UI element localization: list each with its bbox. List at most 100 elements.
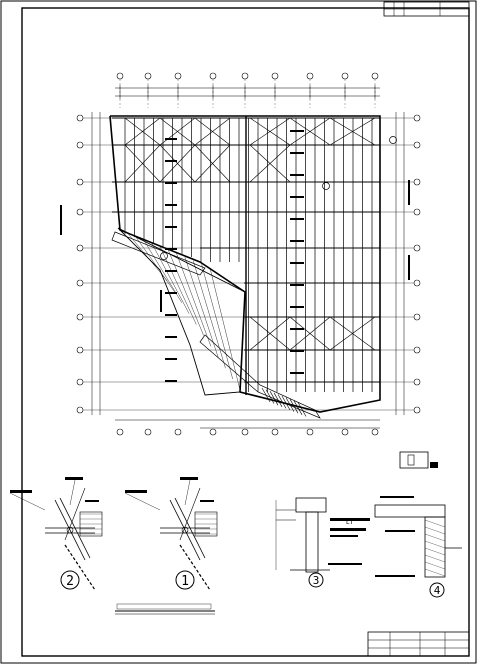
plan-annotation-mark <box>290 152 304 154</box>
parapet-wall-hatch <box>424 526 446 535</box>
cross-bracing <box>249 316 291 351</box>
cross-bracing <box>329 117 376 146</box>
plan-annotation-mark <box>165 358 177 360</box>
row-grid-bubble-right <box>413 346 421 354</box>
parapet-cap <box>430 462 438 468</box>
svg-text:3: 3 <box>313 574 320 587</box>
detail-diagonal-member <box>54 499 86 561</box>
column-grid-bubble-top <box>241 72 249 80</box>
detail-label-mark <box>125 490 147 493</box>
skewed-wing-purlin <box>151 242 190 314</box>
detail-label-mark <box>180 477 198 480</box>
svg-text:2: 2 <box>66 574 74 589</box>
top-title-block <box>383 1 470 17</box>
callout-bubble <box>389 136 397 144</box>
column-grid-bubble-bottom <box>116 428 124 436</box>
row-grid-bubble-left <box>76 378 84 386</box>
plan-annotation-mark <box>165 226 177 228</box>
bottom-title-block <box>367 631 470 657</box>
parapet-top-box <box>399 451 429 469</box>
detail-label-mark <box>200 500 214 502</box>
parapet-wall <box>424 516 446 578</box>
cross-bracing <box>194 117 231 146</box>
detail-dashed-member <box>179 544 211 591</box>
stair-hatch <box>281 395 291 411</box>
plan-annotation-mark <box>290 306 304 308</box>
plan-annotation-mark <box>290 218 304 220</box>
plan-annotation-mark <box>165 204 177 206</box>
section-column <box>305 511 319 573</box>
detail-bolt <box>66 526 74 534</box>
parapet-slab <box>374 504 446 518</box>
plan-annotation-mark <box>290 350 304 352</box>
column-grid-bubble-top <box>341 72 349 80</box>
plan-annotation-mark <box>290 284 304 286</box>
cross-bracing <box>289 316 331 351</box>
plan-annotation-mark <box>165 292 177 294</box>
plan-annotation-mark <box>165 182 177 184</box>
parapet-wall-hatch <box>424 547 446 556</box>
column-grid-bubble-top <box>306 72 314 80</box>
column-grid-bubble-bottom <box>341 428 349 436</box>
column-grid-bubble-top <box>271 72 279 80</box>
column-grid-bubble-bottom <box>241 428 249 436</box>
parapet-label-mark <box>385 530 415 532</box>
parapet-wall-hatch <box>424 568 446 577</box>
skewed-wing-purlin <box>176 253 212 347</box>
section-label-mark <box>328 563 362 565</box>
skewed-wing-purlin <box>117 227 161 271</box>
skewed-wing-outline <box>117 227 246 396</box>
plan-annotation-mark <box>290 262 304 264</box>
column-grid-bubble-bottom <box>306 428 314 436</box>
stair-hatch <box>285 397 295 412</box>
row-grid-bubble-left <box>76 208 84 216</box>
row-grid-bubble-left <box>76 406 84 414</box>
row-grid-bubble-left <box>76 313 84 321</box>
stair-hatch <box>297 402 307 417</box>
cross-bracing <box>159 144 196 183</box>
row-grid-bubble-left <box>76 178 84 186</box>
detail-label-2: 2 <box>60 570 80 590</box>
bottom-caption <box>115 603 215 615</box>
cross-bracing <box>249 117 291 146</box>
stair-hatch <box>265 389 275 404</box>
skewed-wing-purlin <box>167 249 204 336</box>
row-grid-bubble-left <box>76 114 84 122</box>
plan-annotation-mark <box>290 240 304 242</box>
cross-bracing <box>124 117 161 146</box>
cross-bracing <box>124 144 161 183</box>
plan-annotation-mark <box>165 138 177 140</box>
stair-hatch <box>293 400 303 415</box>
roof-framing-plan <box>60 72 421 436</box>
cross-bracing <box>159 117 196 146</box>
detail-diagonal-member <box>169 499 201 561</box>
plan-annotation-mark <box>290 328 304 330</box>
section-beam <box>295 497 327 513</box>
detail-label-1: 1 <box>175 570 195 590</box>
callout-bubble <box>160 252 168 260</box>
detail-leader-line <box>124 492 161 511</box>
column-grid-bubble-top <box>209 72 217 80</box>
plan-annotation-mark <box>165 314 177 316</box>
plan-annotation-mark <box>165 248 177 250</box>
plan-annotation-mark <box>290 372 304 374</box>
detail-diagonal-member <box>179 487 201 541</box>
lower-eave-strip <box>199 334 321 419</box>
detail-diagonal-member <box>174 497 206 559</box>
skewed-wing-purlin <box>184 257 219 358</box>
detail-leader-line <box>184 479 191 506</box>
parapet-wall-hatch <box>424 561 446 570</box>
stair-hatch <box>261 387 271 403</box>
cross-bracing <box>249 144 291 183</box>
skewed-wing-purlin <box>209 267 241 391</box>
column-grid-bubble-top <box>174 72 182 80</box>
skewed-wing-purlin <box>201 264 233 380</box>
row-grid-bubble-left <box>76 346 84 354</box>
row-grid-bubble-right <box>413 244 421 252</box>
parapet-label-mark <box>375 575 415 577</box>
column-grid-bubble-top <box>116 72 124 80</box>
callout-bubble <box>322 182 330 190</box>
